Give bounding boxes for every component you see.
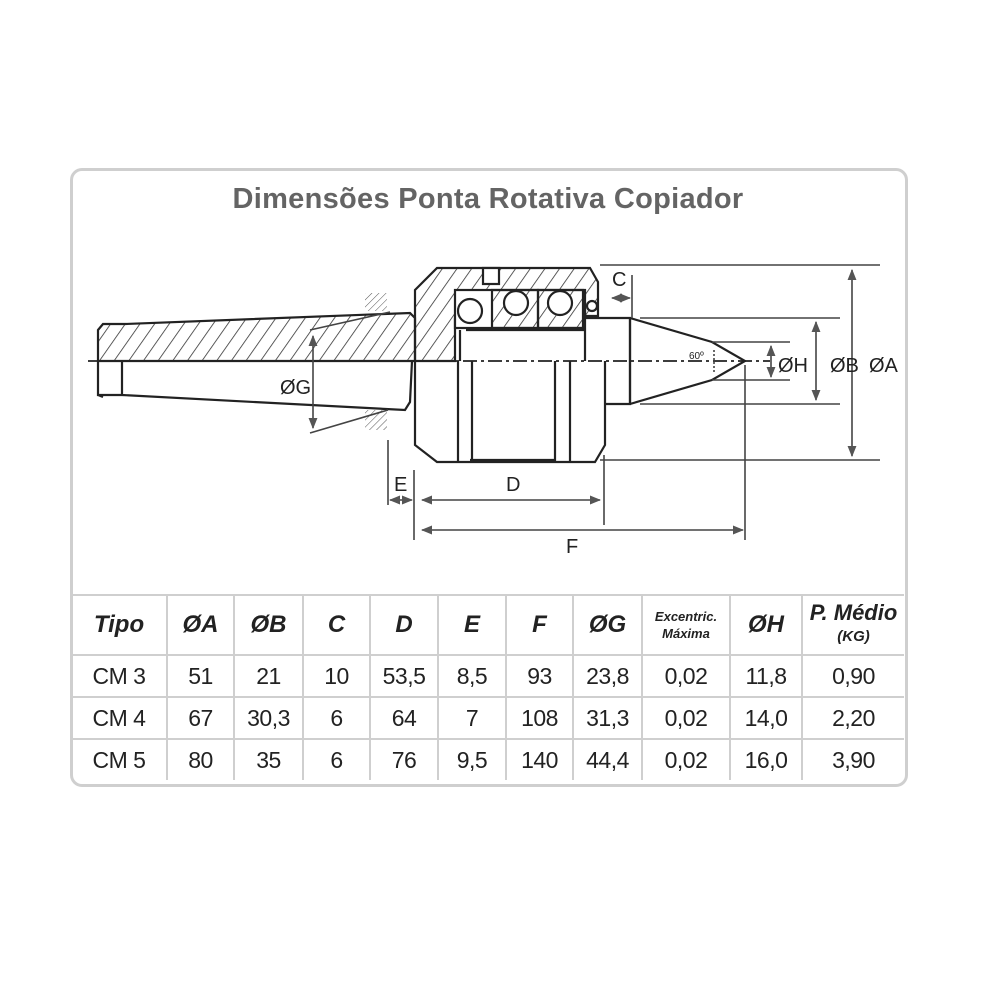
col-excentric-sub: Máxima: [662, 626, 710, 641]
col-peso: P. Médio (KG): [801, 594, 904, 656]
table-cell: 108: [505, 696, 574, 740]
table-cell: 9,5: [437, 738, 507, 780]
table-cell: 44,4: [572, 738, 643, 780]
col-c: C: [302, 594, 371, 656]
bearing-ball: [502, 289, 530, 317]
col-h: ØH: [729, 594, 803, 656]
table-cell: 10: [302, 654, 371, 698]
shank-section: [96, 311, 417, 363]
table-cell: CM 5: [72, 738, 168, 780]
col-d: D: [369, 594, 439, 656]
table-cell: 53,5: [369, 654, 439, 698]
col-g: ØG: [572, 594, 643, 656]
table-cell: 30,3: [233, 696, 304, 740]
label-G: ØG: [280, 377, 311, 399]
table-cell: 31,3: [572, 696, 643, 740]
shank-lower: [96, 360, 414, 412]
table-cell: 76: [369, 738, 439, 780]
label-B: ØB: [830, 355, 859, 377]
col-f: F: [505, 594, 574, 656]
table-cell: 64: [369, 696, 439, 740]
col-b: ØB: [233, 594, 304, 656]
table-cell: 8,5: [437, 654, 507, 698]
table-cell: 140: [505, 738, 574, 780]
table-cell: 0,90: [801, 654, 904, 698]
label-A: ØA: [869, 355, 899, 377]
label-E: E: [394, 474, 407, 496]
table-cell: 2,20: [801, 696, 904, 740]
bearing-ball: [456, 297, 484, 325]
table-cell: 16,0: [729, 738, 803, 780]
col-excentric-label: Excentric.: [654, 609, 718, 624]
table-cell: 67: [166, 696, 235, 740]
table-cell: 6: [302, 696, 371, 740]
col-a: ØA: [166, 594, 235, 656]
page-title: Dimensões Ponta Rotativa Copiador: [232, 183, 744, 215]
col-peso-label: P. Médio: [809, 600, 898, 625]
table-cell: 7: [437, 696, 507, 740]
label-H: ØH: [778, 355, 808, 377]
table-cell: 6: [302, 738, 371, 780]
table-cell: 0,02: [641, 738, 731, 780]
body-lower: [413, 361, 607, 464]
live-center-diagram: ØA ØB C D E F ØG ØH 60º: [88, 264, 899, 558]
table-cell: 21: [233, 654, 304, 698]
table-cell: 11,8: [729, 654, 803, 698]
table-cell: CM 3: [72, 654, 168, 698]
col-e: E: [437, 594, 507, 656]
table-cell: 35: [233, 738, 304, 780]
label-C: C: [612, 269, 626, 291]
dimensions-table: Tipo ØA ØB C D E F ØG Excentric. Máxima Ø…: [72, 594, 904, 780]
table-cell: 14,0: [729, 696, 803, 740]
table-header: Tipo ØA ØB C D E F ØG Excentric. Máxima Ø…: [72, 594, 904, 656]
table-cell: 23,8: [572, 654, 643, 698]
label-D: D: [506, 474, 520, 496]
label-F: F: [566, 536, 578, 558]
col-tipo: Tipo: [72, 594, 168, 656]
table-cell: CM 4: [72, 696, 168, 740]
bearing-ball: [546, 289, 574, 317]
col-excentric: Excentric. Máxima: [641, 594, 731, 656]
label-angle: 60º: [689, 351, 704, 362]
spec-card: [70, 168, 908, 787]
table-cell: 0,02: [641, 696, 731, 740]
table-cell: 80: [166, 738, 235, 780]
col-peso-sub: (KG): [837, 628, 870, 645]
table-cell: 93: [505, 654, 574, 698]
table-cell: 0,02: [641, 654, 731, 698]
table-cell: 51: [166, 654, 235, 698]
table-cell: 3,90: [801, 738, 904, 780]
